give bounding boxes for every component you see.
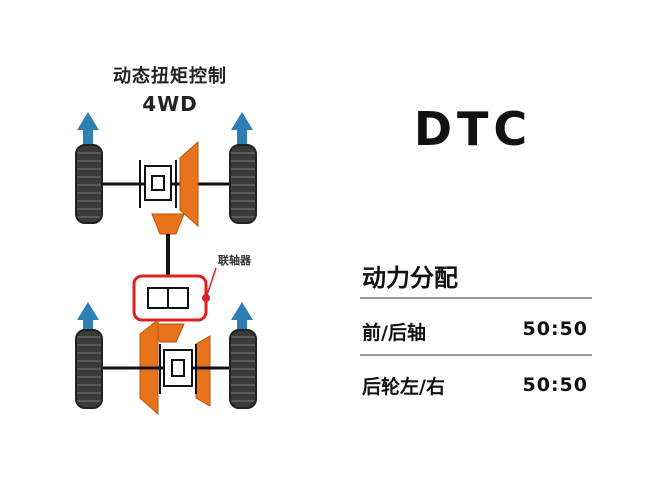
power-distribution-heading: 动力分配 bbox=[362, 264, 458, 292]
front-right-arrow-icon bbox=[231, 112, 253, 152]
divider bbox=[360, 297, 592, 299]
drivetrain-illustration bbox=[75, 112, 257, 416]
front-left-tire bbox=[75, 144, 103, 224]
row-label-front-rear: 前/后轴 bbox=[362, 322, 426, 344]
rear-left-tire bbox=[75, 329, 103, 409]
panel-title: DTC bbox=[413, 102, 533, 156]
coupler-box bbox=[132, 267, 217, 322]
rear-right-tire bbox=[229, 329, 257, 409]
front-differential bbox=[139, 160, 177, 208]
front-left-arrow-icon bbox=[77, 112, 99, 152]
row-value-rear-left-right: 50:50 bbox=[522, 374, 588, 396]
drive-mode-label: 4WD bbox=[142, 92, 198, 116]
diagram-title: 动态扭矩控制 bbox=[113, 66, 227, 87]
coupler-label: 联轴器 bbox=[218, 254, 251, 267]
divider bbox=[360, 354, 592, 356]
front-right-tire bbox=[229, 144, 257, 224]
rear-differential bbox=[159, 344, 197, 394]
row-label-rear-left-right: 后轮左/右 bbox=[362, 376, 445, 398]
awd-diagram: 动态扭矩控制 4WD bbox=[75, 66, 257, 416]
row-value-front-rear: 50:50 bbox=[522, 318, 588, 340]
front-ring-gear bbox=[151, 140, 199, 235]
